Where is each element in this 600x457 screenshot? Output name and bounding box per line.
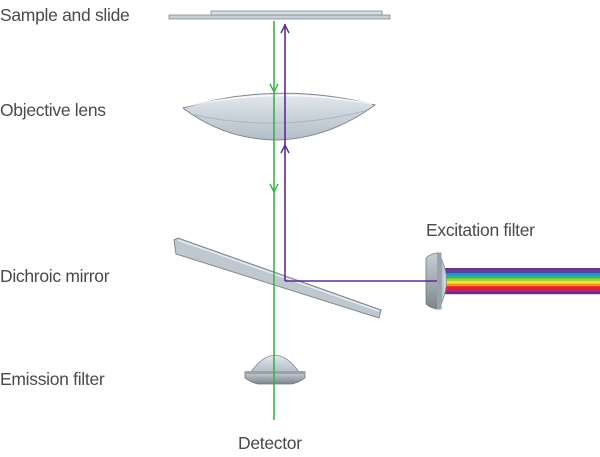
spectrum-band (443, 288, 600, 292)
spectrum-band (443, 286, 600, 289)
spectrum-band (443, 268, 600, 271)
rainbow-spectrum-beam (443, 268, 600, 295)
excitation-beam (280, 23, 437, 282)
spectrum-band (443, 278, 600, 282)
label-excitation-filter: Excitation filter (426, 220, 535, 240)
dichroic-mirror (173, 237, 382, 319)
spectrum-band (443, 281, 600, 284)
emission-beam (269, 21, 279, 420)
label-detector: Detector (238, 433, 302, 453)
spectrum-band (443, 273, 600, 276)
slide (168, 14, 391, 20)
label-emission-filter: Emission filter (0, 369, 105, 389)
sample (210, 10, 383, 16)
sample-slide (168, 10, 391, 20)
label-objective-lens: Objective lens (0, 100, 106, 120)
objective-lens (181, 92, 377, 141)
label-sample-slide: Sample and slide (0, 5, 129, 25)
spectrum-band (443, 275, 600, 279)
emission-filter (244, 354, 306, 385)
spectrum-band (443, 291, 600, 295)
spectrum-band (443, 270, 600, 274)
label-dichroic-mirror: Dichroic mirror (0, 266, 110, 286)
spectrum-band (443, 283, 600, 287)
